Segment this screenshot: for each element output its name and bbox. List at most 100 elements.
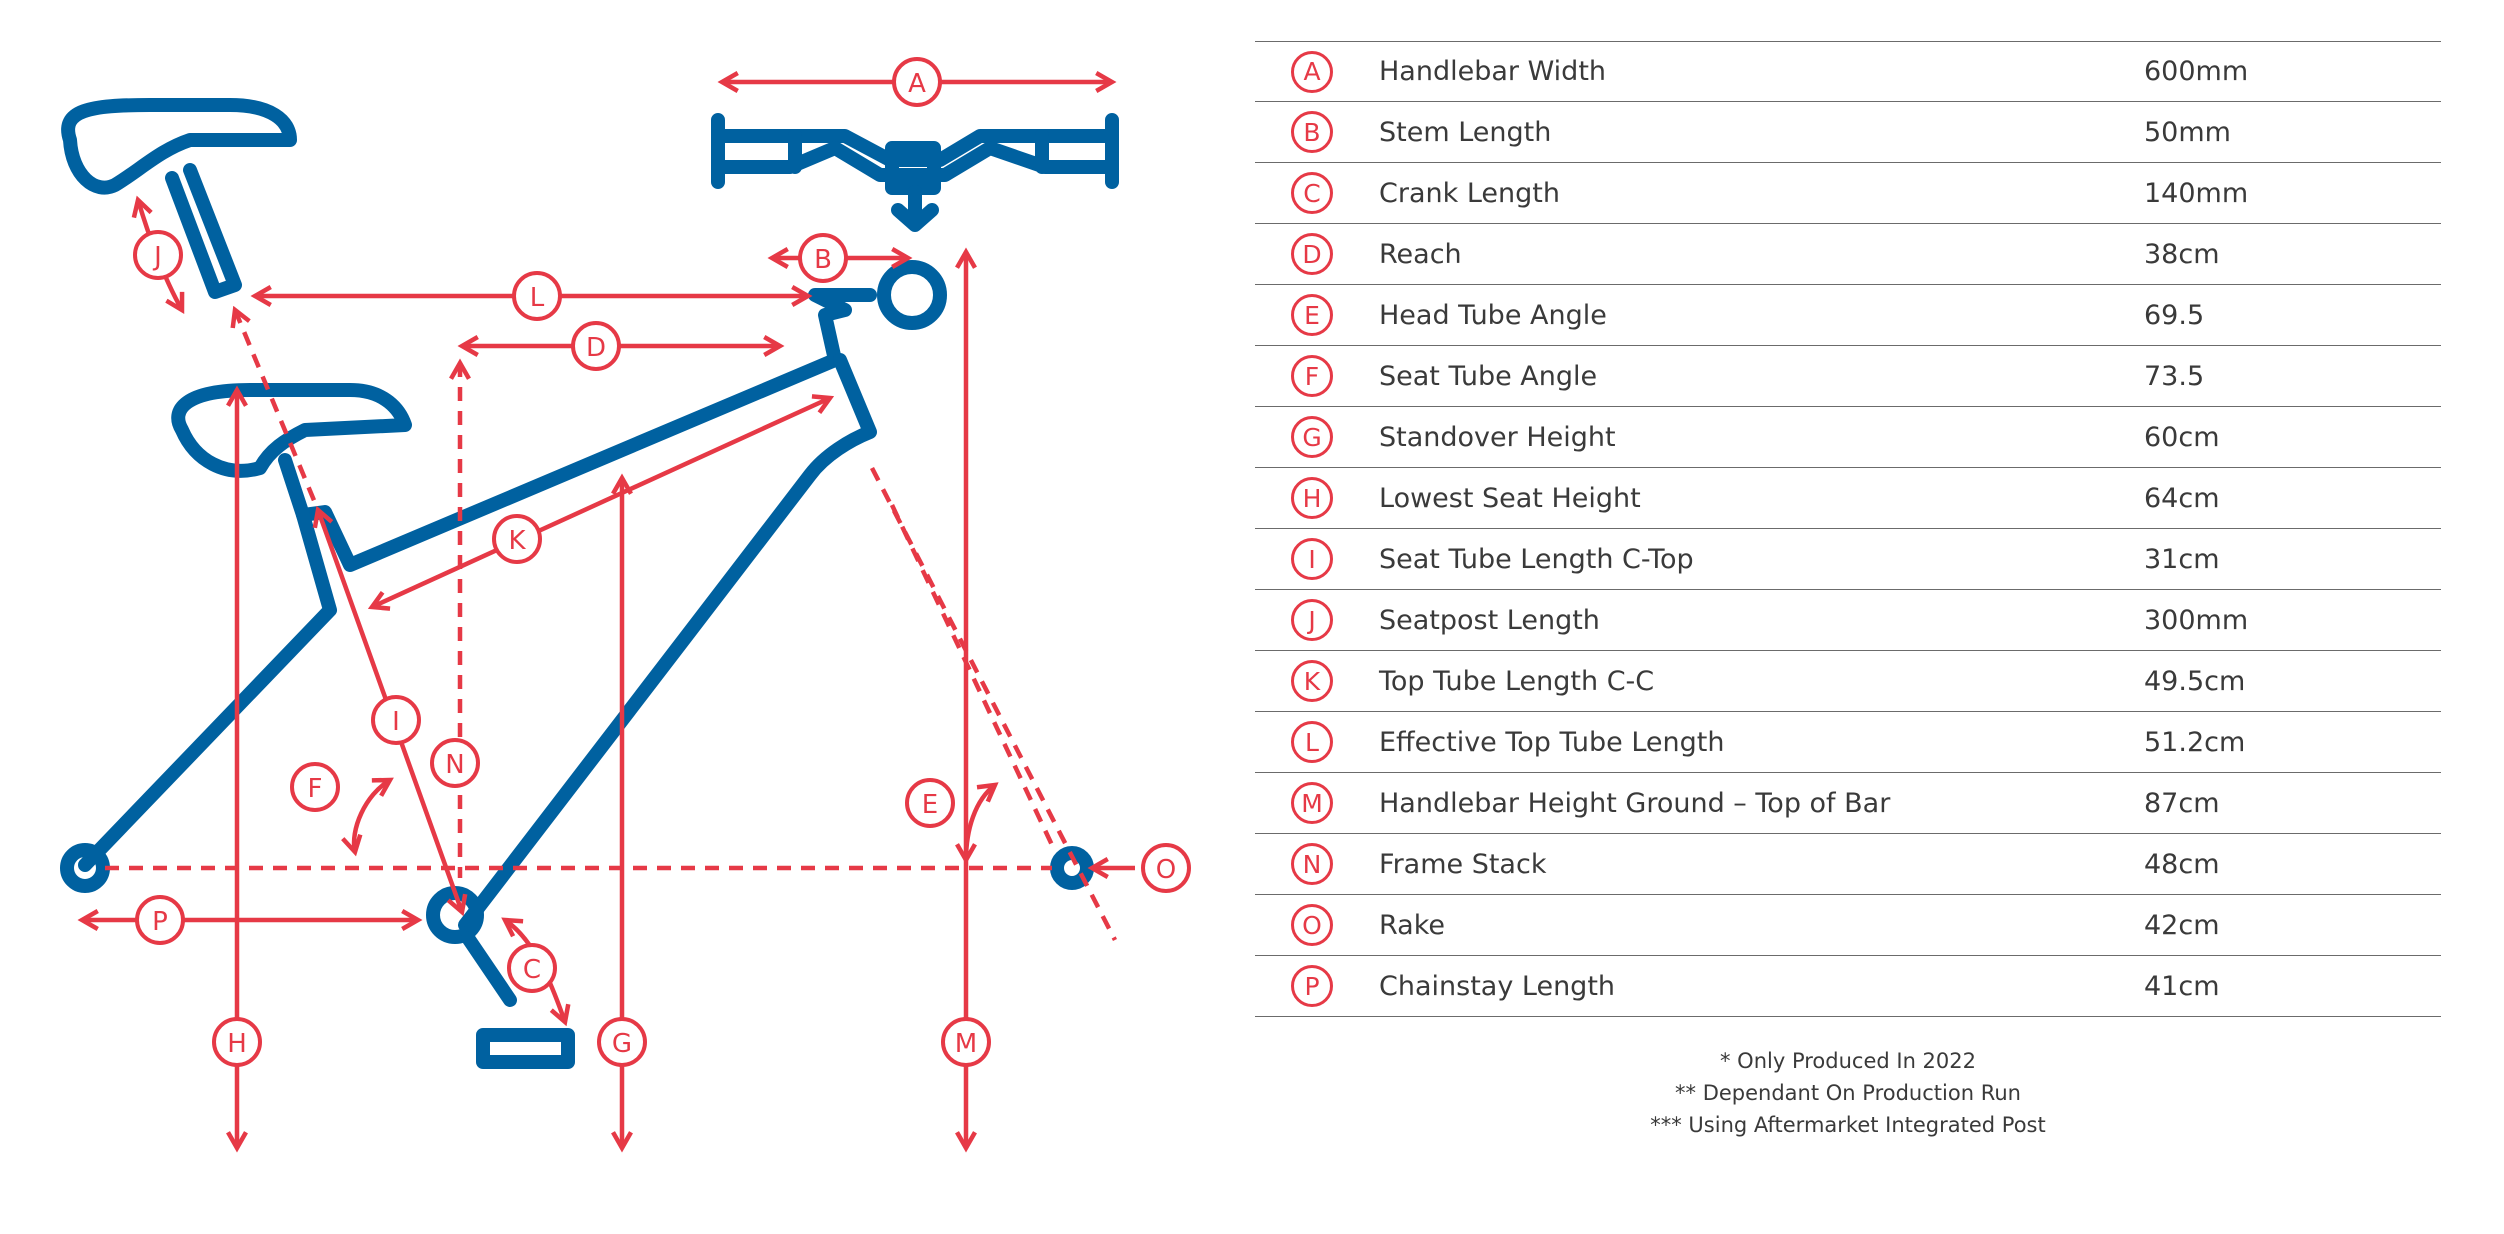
seatpost-icon xyxy=(165,163,242,299)
spec-label: Crank Length xyxy=(1379,177,1560,209)
crank-arm xyxy=(461,931,517,1007)
callout-i-text: I xyxy=(392,707,400,737)
spec-value: 49.5cm xyxy=(2144,665,2246,697)
spec-letter-badge: M xyxy=(1291,782,1333,824)
down-tube xyxy=(458,353,877,932)
spec-label: Standover Height xyxy=(1379,421,1616,453)
spec-label: Chainstay Length xyxy=(1379,970,1616,1002)
callout-d: D xyxy=(571,321,621,371)
spec-value: 51.2cm xyxy=(2144,726,2246,758)
spec-value: 38cm xyxy=(2144,238,2220,270)
footnotes: * Only Produced In 2022 ** Dependant On … xyxy=(1255,1045,2441,1141)
spec-letter-badge: B xyxy=(1291,111,1333,153)
spec-row-o: O Rake 42cm xyxy=(1255,895,2441,956)
spec-label: Lowest Seat Height xyxy=(1379,482,1641,514)
dim-e-fork-line xyxy=(889,504,1055,846)
callout-o-text: O xyxy=(1156,855,1176,885)
spec-label: Reach xyxy=(1379,238,1462,270)
spec-label: Head Tube Angle xyxy=(1379,299,1607,331)
callout-f: F xyxy=(290,762,340,812)
spec-letter-badge: J xyxy=(1291,599,1333,641)
callout-n: N xyxy=(430,738,480,788)
callout-d-text: D xyxy=(586,333,606,363)
spec-row-e: E Head Tube Angle 69.5 xyxy=(1255,285,2441,346)
dim-e-arc xyxy=(955,782,999,865)
spec-letter-badge: K xyxy=(1291,660,1333,702)
callout-p-text: P xyxy=(152,907,168,937)
dim-i-extension xyxy=(230,305,321,511)
spec-letter-badge: F xyxy=(1291,355,1333,397)
callout-g-text: G xyxy=(612,1029,632,1059)
spec-letter-badge: O xyxy=(1291,904,1333,946)
spec-value: 60cm xyxy=(2144,421,2220,453)
callout-l-text: L xyxy=(530,283,545,313)
spec-letter-badge: L xyxy=(1291,721,1333,763)
spec-letter-badge: G xyxy=(1291,416,1333,458)
callout-h-text: H xyxy=(227,1029,247,1059)
spec-row-d: D Reach 38cm xyxy=(1255,224,2441,285)
callout-n-text: N xyxy=(445,750,464,780)
dim-e-steer-axis xyxy=(869,466,1118,942)
diagram-letter-callouts: A B L D J K I N F E O P C H G M xyxy=(133,57,1191,1067)
callout-j: J xyxy=(133,230,183,280)
spec-value: 41cm xyxy=(2144,970,2220,1002)
spec-label: Handlebar Height Ground – Top of Bar xyxy=(1379,787,1891,819)
spec-label: Top Tube Length C-C xyxy=(1379,665,1655,697)
callout-p: P xyxy=(135,895,185,945)
spec-letter-badge: E xyxy=(1291,294,1333,336)
spec-letter-badge: I xyxy=(1291,538,1333,580)
spec-value: 600mm xyxy=(2144,56,2249,87)
spec-row-h: H Lowest Seat Height 64cm xyxy=(1255,468,2441,529)
callout-e: E xyxy=(905,778,955,828)
footnote: *** Using Aftermarket Integrated Post xyxy=(1650,1113,2046,1137)
footnote: ** Dependant On Production Run xyxy=(1675,1081,2021,1105)
spec-letter-badge: A xyxy=(1291,50,1333,93)
seat-icon xyxy=(61,98,297,195)
spec-letter-badge: P xyxy=(1291,965,1333,1007)
spec-value: 42cm xyxy=(2144,909,2220,941)
callout-b-text: B xyxy=(814,245,832,275)
callout-k-text: K xyxy=(508,526,526,556)
spec-value: 73.5 xyxy=(2144,360,2205,392)
callout-c-text: C xyxy=(523,955,541,985)
spec-value: 50mm xyxy=(2144,116,2231,148)
spec-letter-badge: H xyxy=(1291,477,1333,519)
spec-label: Seat Tube Angle xyxy=(1379,360,1598,392)
callout-a: A xyxy=(892,57,942,107)
callout-a-text: A xyxy=(908,69,926,99)
bike-geometry-diagram: A B L D J K I N F E O P C H G M xyxy=(60,57,1191,1153)
callout-m-text: M xyxy=(955,1029,977,1059)
bottom-bracket xyxy=(426,886,484,944)
spec-value: 64cm xyxy=(2144,482,2220,514)
spec-value: 140mm xyxy=(2144,177,2249,209)
rear-axle xyxy=(60,843,110,893)
callout-o: O xyxy=(1141,843,1191,893)
callout-e-text: E xyxy=(922,790,938,820)
spec-row-g: G Standover Height 60cm xyxy=(1255,407,2441,468)
spec-value: 300mm xyxy=(2144,604,2249,636)
spec-row-p: P Chainstay Length 41cm xyxy=(1255,956,2441,1017)
callout-f-text: F xyxy=(308,774,323,804)
spec-row-k: K Top Tube Length C-C 49.5cm xyxy=(1255,651,2441,712)
callout-b: B xyxy=(798,233,848,283)
dimension-lines xyxy=(77,71,1135,1153)
spec-label: Rake xyxy=(1379,909,1445,941)
callout-g: G xyxy=(597,1017,647,1067)
spec-letter-badge: D xyxy=(1291,233,1333,275)
spec-label: Seat Tube Length C-Top xyxy=(1379,543,1694,575)
spec-label: Frame Stack xyxy=(1379,848,1547,880)
handlebar-icon xyxy=(711,113,1119,232)
spec-label: Effective Top Tube Length xyxy=(1379,726,1725,758)
spec-value: 69.5 xyxy=(2144,299,2205,331)
footnote: * Only Produced In 2022 xyxy=(1720,1049,1976,1073)
callout-k: K xyxy=(492,514,542,564)
dim-f-arc xyxy=(341,777,394,857)
